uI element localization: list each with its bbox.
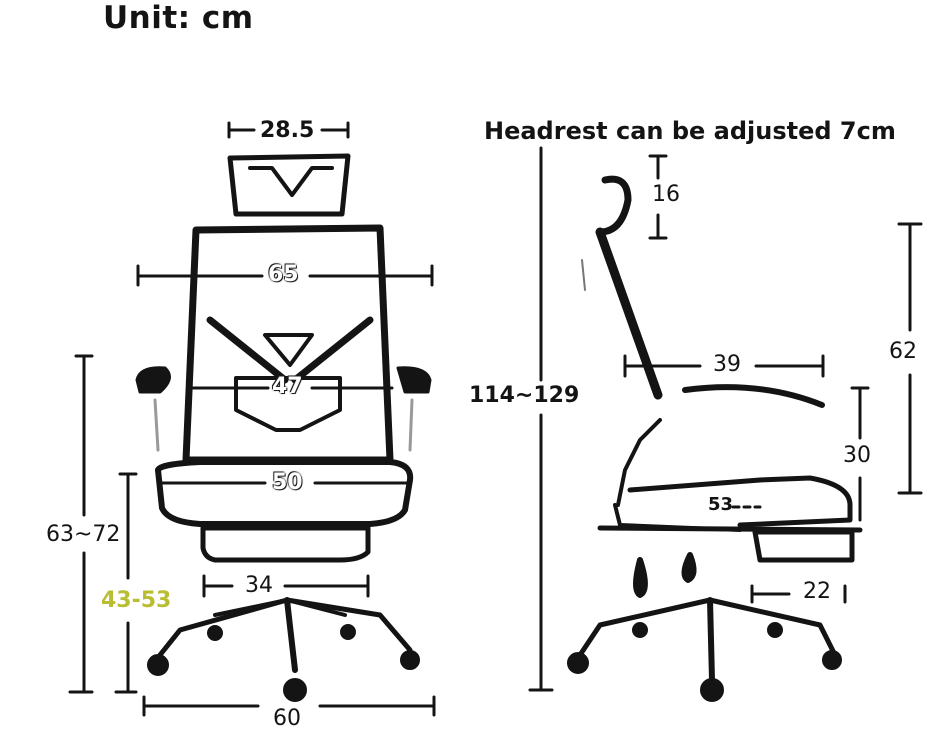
headrest-height-label: 16 bbox=[652, 182, 680, 207]
armrest-to-seat-label: 30 bbox=[843, 443, 871, 468]
backrest-height-label: 62 bbox=[889, 339, 917, 364]
side-dimension-lines bbox=[528, 146, 923, 692]
seat-height-label: 43-53 bbox=[101, 588, 172, 613]
unit-title: Unit: cm bbox=[103, 0, 254, 36]
base-width-label: 60 bbox=[273, 706, 301, 731]
lumbar-width-label: 47 bbox=[272, 374, 303, 399]
armrest-length-label: 39 bbox=[713, 352, 741, 377]
front-chair bbox=[135, 153, 432, 702]
backrest-width-label: 65 bbox=[268, 262, 299, 287]
front-dimension-lines bbox=[68, 121, 436, 717]
headrest-width-label: 28.5 bbox=[260, 118, 315, 143]
seat-width-label: 50 bbox=[272, 470, 303, 495]
seat-depth-label: 53 bbox=[708, 494, 734, 515]
overall-height-label: 114~129 bbox=[469, 383, 580, 408]
side-chair bbox=[567, 175, 863, 702]
armrest-height-label: 63~72 bbox=[46, 522, 121, 547]
footrest-length-label: 22 bbox=[803, 579, 831, 604]
headrest-note: Headrest can be adjusted 7cm bbox=[484, 117, 896, 145]
base-inner-width-label: 34 bbox=[245, 573, 273, 598]
